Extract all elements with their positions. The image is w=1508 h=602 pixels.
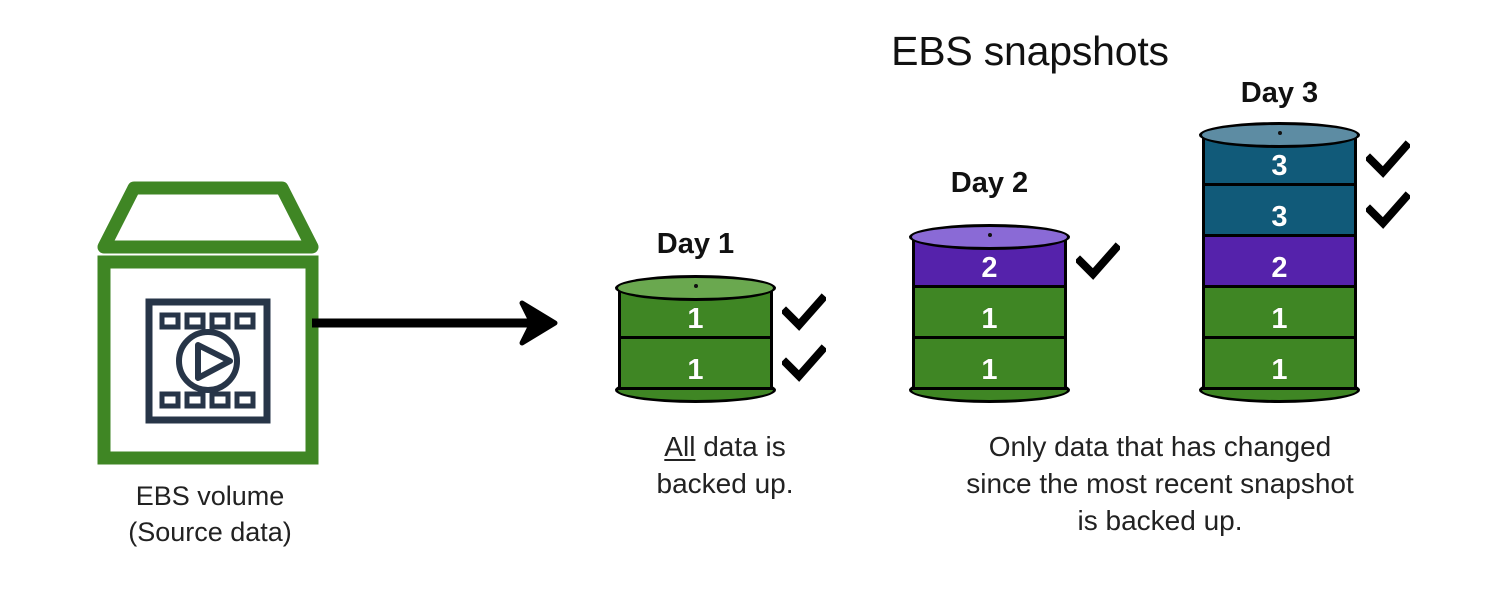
stack-label-day2: Day 2 — [950, 167, 1029, 199]
day1-caption-line1-rest: data is — [695, 431, 786, 462]
cylinder-top-ellipse-day1 — [615, 275, 776, 301]
stack-label-day3: Day 3 — [1240, 77, 1319, 109]
snapshot-segment: 1 — [912, 288, 1067, 339]
cylinder-day2: 2 1 1 — [909, 224, 1070, 403]
snapshot-segment: 3 — [1202, 186, 1357, 237]
page-title: EBS snapshots — [891, 28, 1169, 74]
snapshot-segment-value: 1 — [981, 354, 998, 386]
checkmark-icon — [780, 292, 828, 341]
ebs-volume-media-icon — [88, 172, 328, 472]
snapshot-segment: 2 — [1202, 237, 1357, 288]
incremental-caption-line1: Only data that has changed — [988, 431, 1332, 462]
ebs-volume-caption-line1: EBS volume — [135, 481, 285, 511]
snapshot-stack-day3: Day 3 3 3 2 1 1 — [1199, 0, 1412, 602]
snapshot-segment: 1 — [1202, 288, 1357, 339]
day1-caption-underlined-word: All — [664, 431, 696, 462]
incremental-caption: Only data that has changed since the mos… — [890, 428, 1430, 539]
cylinder-top-ellipse-day3 — [1199, 122, 1360, 148]
ebs-volume-caption: EBS volume (Source data) — [40, 478, 380, 550]
snapshot-segment-value: 1 — [1271, 303, 1288, 335]
snapshot-segment-value: 3 — [1271, 201, 1288, 233]
cylinder-top-ellipse-day2 — [909, 224, 1070, 250]
day1-caption-line2: backed up. — [656, 468, 794, 499]
snapshot-segment-value: 2 — [981, 252, 998, 284]
snapshot-segment: 1 — [912, 339, 1067, 390]
cylinder-top-dot-day3 — [1277, 131, 1282, 135]
snapshot-segment-value: 3 — [1271, 150, 1288, 182]
snapshot-stack-day2: Day 2 2 1 1 — [909, 0, 1122, 602]
checkmark-icon — [1074, 241, 1122, 290]
checkmark-icon — [1364, 139, 1412, 188]
incremental-caption-line3: is backed up. — [1077, 505, 1243, 536]
flow-arrow-right-icon — [312, 298, 562, 348]
snapshot-segment-value: 1 — [687, 303, 704, 335]
snapshot-segment-value: 2 — [1271, 252, 1288, 284]
incremental-caption-line2: since the most recent snapshot — [966, 468, 1354, 499]
cylinder-top-dot-day2 — [987, 233, 992, 237]
snapshot-segment-value: 1 — [687, 354, 704, 386]
day1-caption-line1: All data is — [600, 428, 850, 465]
checkmark-icon — [1364, 190, 1412, 239]
snapshot-segment-value: 1 — [981, 303, 998, 335]
checkmark-icon — [780, 343, 828, 392]
day1-caption: All data is backed up. — [600, 428, 850, 502]
snapshot-segment-value: 1 — [1271, 354, 1288, 386]
snapshot-segment: 1 — [618, 339, 773, 390]
stack-label-day1: Day 1 — [656, 228, 735, 260]
cylinder-day3: 3 3 2 1 1 — [1199, 122, 1360, 403]
cylinder-top-dot-day1 — [693, 284, 698, 288]
ebs-volume-caption-line2: (Source data) — [128, 517, 292, 547]
snapshot-segment: 1 — [1202, 339, 1357, 390]
